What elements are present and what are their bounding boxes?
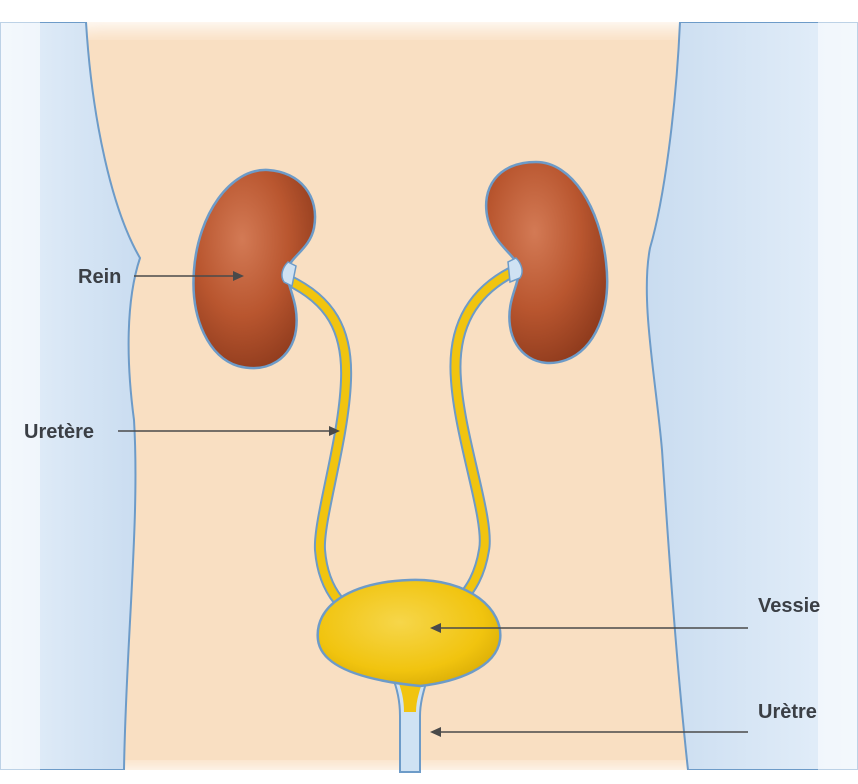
ureters <box>282 264 522 606</box>
ureter-label: Uretère <box>24 421 94 443</box>
kidney-label: Rein <box>78 266 121 288</box>
bladder-organ-icon <box>316 578 502 688</box>
leader-lines <box>118 271 748 737</box>
right-body-contour <box>645 21 858 771</box>
bladder-leader-line <box>430 623 748 633</box>
urethra-label: Urètre <box>758 701 817 723</box>
bladder-label: Vessie <box>758 595 820 617</box>
ureter-leader-line <box>118 426 340 436</box>
left-kidney-organ-icon <box>192 168 317 370</box>
right-kidney-organ-icon <box>484 160 609 365</box>
kidney-leader-line <box>134 271 244 281</box>
urethra-leader-line <box>430 727 748 737</box>
